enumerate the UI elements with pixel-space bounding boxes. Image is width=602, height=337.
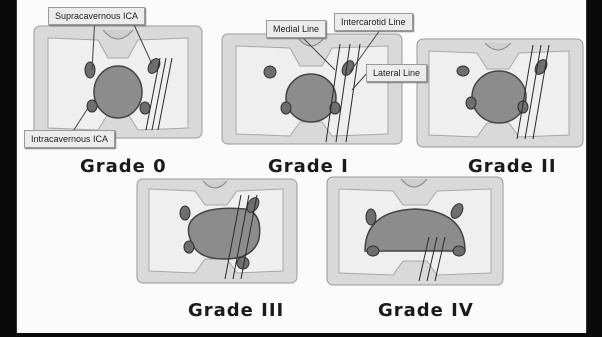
left-intracavernous-ica [87,100,97,112]
left-supracavernous-ica [457,66,469,76]
tumor-shape [188,208,259,259]
tumor-shape [472,71,526,123]
callout-medial-line: Medial Line [266,20,326,38]
left-supracavernous-ica [180,206,190,220]
grade-2-label: Grade II [468,156,557,177]
right-intracavernous-ica [140,102,150,114]
left-intracavernous-ica [184,241,194,253]
callout-lateral-line: Lateral Line [366,64,427,82]
tumor-shape [94,66,142,118]
right-intracavernous-ica [453,246,465,256]
left-supracavernous-ica [366,209,376,225]
callout-intracavernous-ica: Intracavernous ICA [24,130,115,148]
grade-0-label: Grade 0 [80,156,167,177]
left-supracavernous-ica [264,66,276,78]
grade-1-diagram [218,30,408,155]
callout-intercarotid-line: Intercarotid Line [334,13,413,31]
left-intracavernous-ica [367,246,379,256]
grade-1-label: Grade I [268,156,349,177]
grade-3-label: Grade III [188,300,284,321]
left-intracavernous-ica [281,102,291,114]
left-intracavernous-ica [466,97,476,109]
grade-4-diagram [323,173,508,293]
grade-0-diagram [28,18,208,148]
grade-3-diagram [133,175,303,290]
grade-4-label: Grade IV [378,300,474,321]
left-supracavernous-ica [85,62,95,78]
tumor-shape [286,74,336,122]
grade-2-diagram [413,35,588,155]
callout-supracavernous-ica: Supracavernous ICA [48,7,145,25]
